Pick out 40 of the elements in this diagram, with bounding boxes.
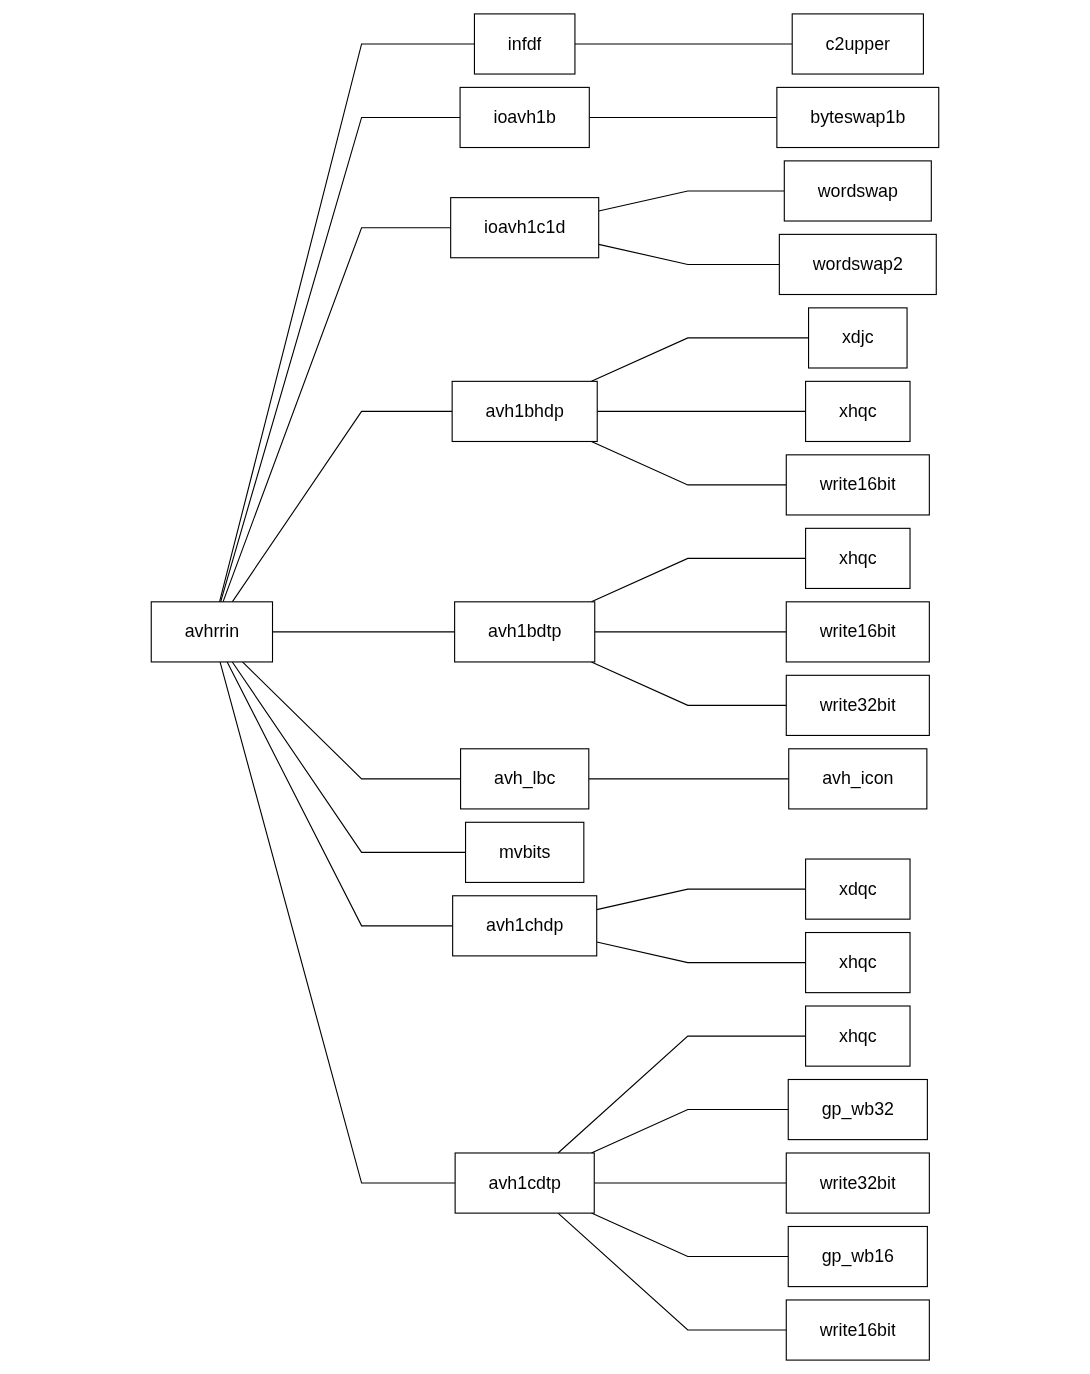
node-box: avhrrin [150, 601, 274, 663]
node-box: avh_lbc [460, 748, 590, 810]
connector [598, 243, 780, 265]
node-box: xhqc [805, 380, 911, 443]
connector [219, 661, 456, 1184]
node-box: byteswap1b [776, 86, 940, 149]
connector [594, 631, 787, 633]
node-box: ioavh1c1d [450, 197, 600, 259]
node-box: avh_icon [788, 748, 928, 810]
node-box: write32bit [785, 1152, 930, 1214]
node-box: xdjc [808, 307, 908, 369]
node-box: write16bit [785, 454, 930, 516]
node-box: write16bit [785, 601, 930, 663]
node-box: xdqc [805, 858, 911, 920]
connector [231, 410, 453, 603]
node-box: avh1chdp [452, 895, 598, 957]
connector [598, 190, 785, 212]
node-box: write32bit [785, 674, 930, 736]
node-box: mvbits [465, 821, 585, 883]
node-box: gp_wb16 [787, 1225, 928, 1288]
connector [590, 661, 787, 706]
connector [222, 227, 452, 603]
node-box: infdf [473, 13, 576, 75]
node-box: c2upper [791, 13, 924, 75]
node-box: avh1cdtp [454, 1152, 595, 1214]
node-box: wordswap [783, 160, 932, 222]
connector [590, 440, 787, 486]
node-box: gp_wb32 [787, 1078, 928, 1141]
connector [557, 1212, 787, 1331]
connector [219, 43, 475, 603]
node-box: avh1bhdp [451, 380, 598, 443]
node-box: avh1bdtp [454, 601, 596, 663]
node-box: ioavh1b [459, 86, 590, 149]
node-box: xhqc [805, 931, 911, 994]
node-box: write16bit [785, 1299, 930, 1361]
node-box: wordswap2 [778, 233, 937, 296]
connector [220, 116, 461, 603]
node-box: xhqc [805, 527, 911, 589]
connector [574, 43, 793, 45]
node-box: xhqc [805, 1005, 911, 1067]
